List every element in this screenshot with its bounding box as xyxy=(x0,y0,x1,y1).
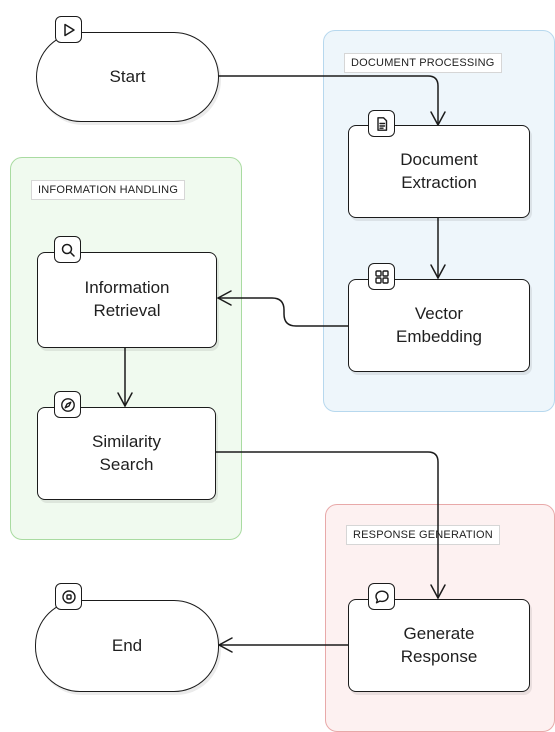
group-label-response-generation: RESPONSE GENERATION xyxy=(346,525,500,545)
grid-icon xyxy=(368,263,395,290)
group-label-document-processing: DOCUMENT PROCESSING xyxy=(344,53,502,73)
arrowhead-information-retrieval xyxy=(217,290,232,306)
arrowhead-end xyxy=(218,637,233,653)
arrowhead-generate-response xyxy=(430,584,446,599)
similarity-search-node[interactable]: Similarity Search xyxy=(37,407,216,500)
play-icon xyxy=(55,16,82,43)
stop-icon xyxy=(55,583,82,610)
edge-start-to-document-extraction xyxy=(217,75,439,125)
arrowhead-vector-embedding xyxy=(430,264,446,279)
compass-icon xyxy=(54,391,81,418)
vector-embedding-node[interactable]: Vector Embedding xyxy=(348,279,530,372)
group-label-information-handling: INFORMATION HANDLING xyxy=(31,180,186,200)
edge-vector-embedding-to-information-retrieval xyxy=(217,297,349,327)
document-icon xyxy=(368,110,395,137)
generate-response-node[interactable]: Generate Response xyxy=(348,599,530,692)
arrowhead-similarity-search xyxy=(117,392,133,407)
search-icon xyxy=(54,236,81,263)
edge-similarity-search-to-generate-response xyxy=(215,451,439,599)
start-node[interactable]: Start xyxy=(36,32,219,122)
information-retrieval-node[interactable]: Information Retrieval xyxy=(37,252,217,348)
end-node[interactable]: End xyxy=(35,600,219,692)
document-extraction-node[interactable]: Document Extraction xyxy=(348,125,530,218)
chat-bubble-icon xyxy=(368,583,395,610)
